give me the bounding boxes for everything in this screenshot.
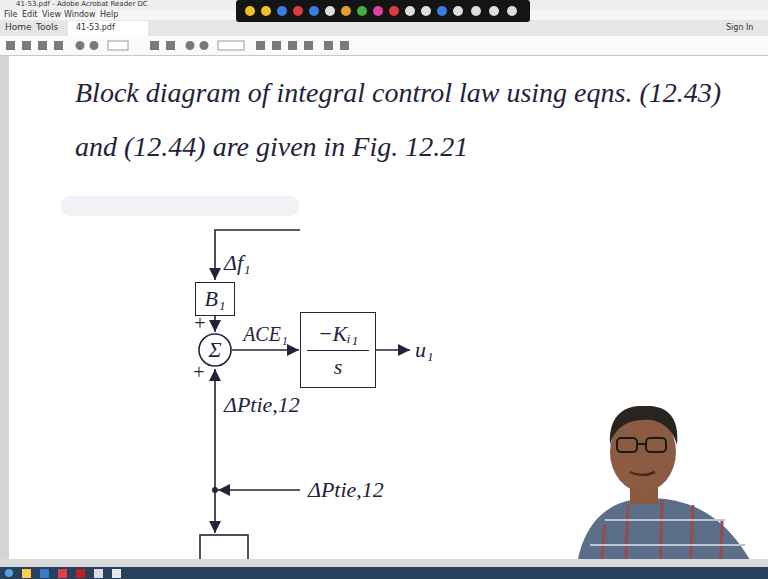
menu-item: View xyxy=(42,11,61,20)
start-icon xyxy=(5,569,13,577)
input-wire xyxy=(215,230,300,280)
window-title: 41-53.pdf - Adobe Acrobat Reader DC xyxy=(16,1,148,9)
sign-in-link: Sign In xyxy=(726,24,753,33)
app-icon xyxy=(22,569,31,578)
app-icon xyxy=(94,569,103,578)
toolbar-icon xyxy=(272,41,281,50)
pen-tool xyxy=(453,6,463,16)
menu-item: File xyxy=(4,11,17,20)
toolbar-icon xyxy=(38,41,47,50)
pen-tool xyxy=(261,6,271,16)
tool-bar xyxy=(0,36,768,55)
block-text: Σ xyxy=(208,337,221,362)
signal-arrow xyxy=(214,316,216,332)
menu-item: Window xyxy=(64,11,96,20)
glasses xyxy=(617,438,666,452)
tab-bar xyxy=(0,20,768,36)
zoom-field xyxy=(218,41,244,50)
page-field xyxy=(108,41,128,50)
glasses-lens xyxy=(646,438,666,452)
block-text: B₁ xyxy=(196,286,234,311)
block-text: s xyxy=(307,354,369,379)
mustache xyxy=(630,472,655,475)
toolbar-icon xyxy=(324,41,333,50)
tie-line-wire xyxy=(214,369,216,490)
shirt-check xyxy=(585,520,755,565)
pen-tool xyxy=(507,6,517,16)
toolbar-icon xyxy=(200,41,209,50)
document-tab xyxy=(68,21,148,36)
toolbar-icon xyxy=(90,41,99,50)
pen-tool xyxy=(245,6,255,16)
output-wire xyxy=(376,349,410,351)
left-margin xyxy=(0,56,9,560)
erased-smudge xyxy=(60,196,300,216)
tab-label: Tools xyxy=(36,23,58,33)
taskbar-icons xyxy=(5,569,121,578)
toolbar-icon xyxy=(340,41,349,50)
pen-tool xyxy=(357,6,367,16)
pen-tool xyxy=(471,6,481,16)
toolbar-icon xyxy=(186,41,195,50)
toolbar-icon xyxy=(304,41,313,50)
signal-name: ACE₁ xyxy=(243,323,288,345)
signal-name: ΔPtie,12 xyxy=(224,393,300,417)
toolbar-icon xyxy=(22,41,31,50)
menu-item: Help xyxy=(100,11,118,20)
junction-circle xyxy=(199,334,231,366)
toolbar-icon xyxy=(6,41,15,50)
pen-tool xyxy=(373,6,383,16)
gain-block: B₁ xyxy=(195,282,235,316)
app-icon xyxy=(58,569,67,578)
app-icon xyxy=(112,569,121,578)
taskbar xyxy=(0,567,768,579)
toolbar-icon xyxy=(150,41,159,50)
pen-tool xyxy=(277,6,287,16)
toolbar-icon xyxy=(288,41,297,50)
status-bar xyxy=(0,559,768,567)
junction-dot xyxy=(212,487,218,493)
heading-text: Block diagram of integral control law us… xyxy=(75,66,755,174)
glasses-bridge xyxy=(637,443,646,445)
signal-name: Δf₁ xyxy=(224,251,251,275)
signal-name: u₁ xyxy=(415,338,434,362)
tie-line-wire xyxy=(214,490,216,533)
annotation-tools xyxy=(245,6,517,16)
toolbar-icon xyxy=(256,41,265,50)
pen-tool xyxy=(389,6,399,16)
pen-tool xyxy=(325,6,335,16)
toolbar-icon xyxy=(76,41,85,50)
tab-label: 41-53.pdf xyxy=(76,24,115,33)
app-icon xyxy=(76,569,85,578)
toolbar-icons xyxy=(6,41,349,50)
toolbar-border xyxy=(0,55,768,56)
pen-tool xyxy=(489,6,499,16)
signal-name: ΔPtie,12 xyxy=(308,478,384,502)
tab-label: Home xyxy=(5,23,32,33)
integrator-block: −Kᵢ₁ s xyxy=(300,312,376,388)
tie-line-input xyxy=(218,489,300,491)
summing-junction: Σ xyxy=(198,333,232,367)
hair xyxy=(610,406,678,445)
block-wires xyxy=(200,230,300,565)
pen-tool xyxy=(421,6,431,16)
signal-arrow xyxy=(232,349,299,351)
presenter-figure xyxy=(575,406,760,579)
app-icon xyxy=(40,569,49,578)
annotation-toolbar xyxy=(236,0,530,22)
pen-tool xyxy=(309,6,319,16)
block-text: −Kᵢ₁ xyxy=(307,321,369,350)
pen-tool xyxy=(341,6,351,16)
toolbar-icon xyxy=(54,41,63,50)
sign-mark: + xyxy=(192,361,206,383)
menu-item: Edit xyxy=(22,11,38,20)
glasses-lens xyxy=(617,438,637,452)
toolbar-icon xyxy=(166,41,175,50)
pen-tool xyxy=(293,6,303,16)
pen-tool xyxy=(405,6,415,16)
pen-tool xyxy=(437,6,447,16)
